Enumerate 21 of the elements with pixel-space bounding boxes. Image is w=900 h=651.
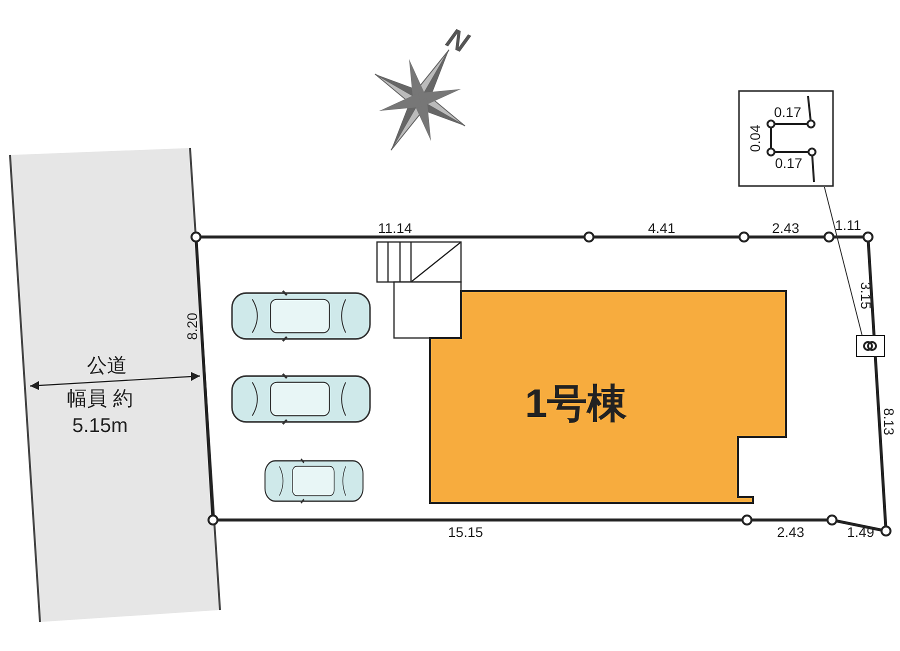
public-road-band (10, 148, 222, 622)
boundary-marker-box (856, 335, 885, 357)
dimension-value: 0.17 (775, 155, 802, 171)
building-footprint (430, 291, 787, 504)
dimension-value: 0.17 (774, 104, 802, 120)
leader-line (824, 186, 862, 336)
road-label: 公道 (86, 354, 128, 379)
dimension-value: 2.43 (772, 220, 800, 236)
dimension-value: 2.43 (777, 524, 804, 540)
dimension-value: 4.41 (648, 220, 676, 236)
detail-inset (738, 90, 834, 187)
dimension-value: 0.04 (747, 124, 763, 152)
dimension-value: 1.11 (835, 217, 862, 233)
dimension-value: 15.15 (448, 524, 484, 540)
north-label: N (441, 22, 474, 60)
road-label: 幅員 約5.15m (66, 387, 134, 439)
dimension-value: 8.13 (881, 408, 897, 436)
dimension-value: 8.20 (184, 312, 200, 340)
dimension-value: 11.14 (378, 220, 412, 236)
building-label: 1号棟 (525, 381, 628, 428)
dimension-value: 3.15 (858, 282, 874, 310)
